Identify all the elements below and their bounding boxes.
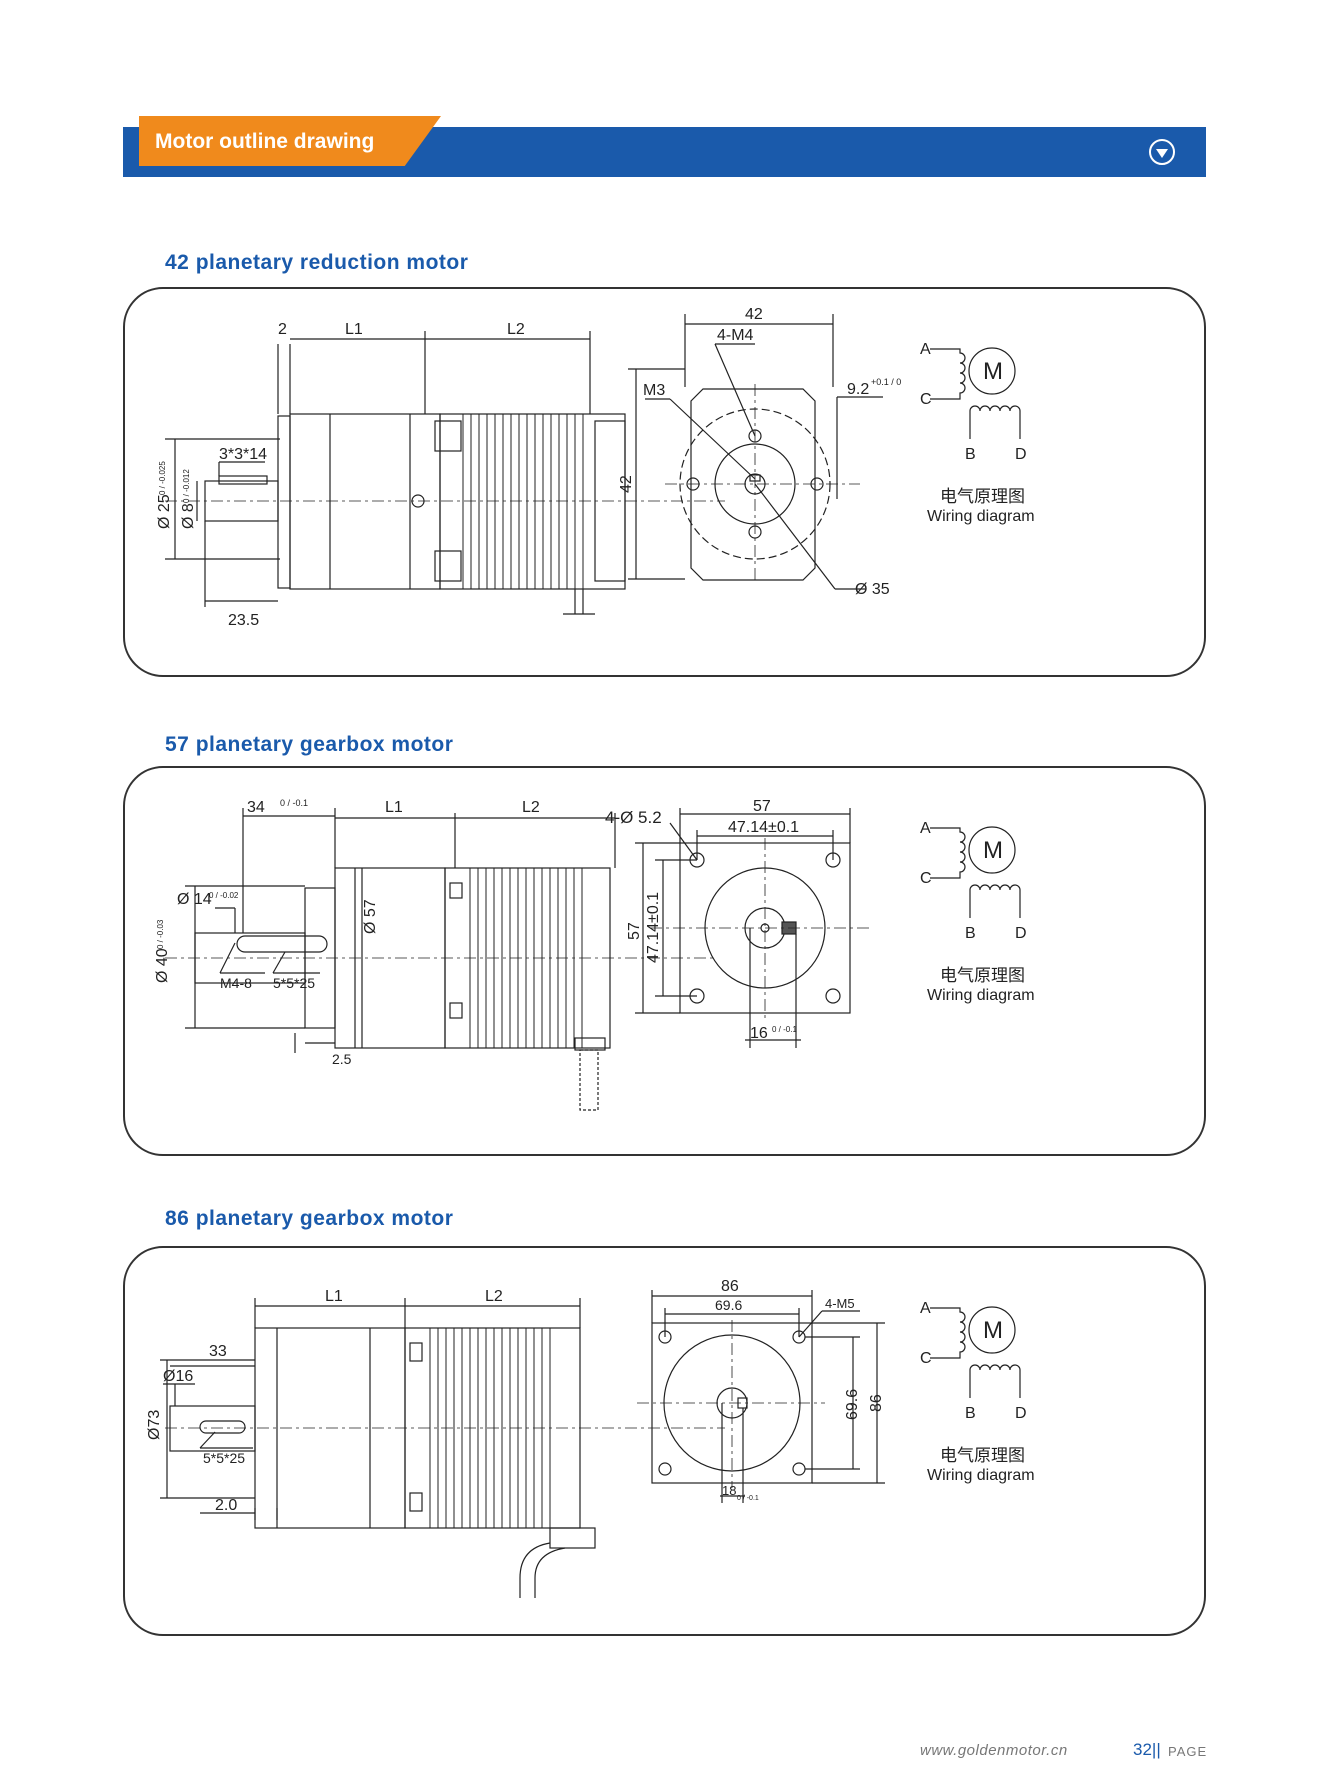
dim-34-tol: 0 / -0.1 [280, 798, 308, 808]
dim-M4-8: M4-8 [220, 975, 252, 991]
svg-text:D: D [1015, 446, 1027, 463]
dim-2-0: 2.0 [215, 1497, 237, 1514]
dim-69-6-w: 69.6 [715, 1297, 742, 1313]
svg-text:C: C [920, 1350, 932, 1367]
svg-text:C: C [920, 870, 932, 887]
svg-text:A: A [920, 820, 931, 837]
chevron-down-circle-icon[interactable] [1149, 139, 1175, 165]
wiring-diagram-86: A C M B D 电气原理图 Wiring diagram [920, 1300, 1035, 1484]
dim-keyw-tol: 0 / -0.1 [737, 1495, 759, 1502]
svg-text:电气原理图: 电气原理图 [940, 966, 1025, 985]
dim-86-h: 86 [868, 1394, 885, 1412]
dim-pitch-h: 47.14±0.1 [645, 892, 662, 963]
dim-L2: L2 [507, 321, 525, 338]
section-title-42: 42 planetary reduction motor [165, 251, 469, 274]
svg-text:B: B [965, 446, 976, 463]
svg-text:M: M [983, 358, 1003, 385]
dim-boss-d: Ø73 [146, 1410, 163, 1440]
dim-boss-d: Ø 40 [154, 948, 171, 983]
dim-shaft-tol: 0 / -0.02 [209, 891, 239, 900]
drawing-panel-86: L1 L2 33 Ø16 5*5*25 2.0 Ø73 86 69.6 4-M5… [123, 1246, 1206, 1636]
dim-23-5: 23.5 [228, 612, 259, 629]
dim-9-2-tol: +0.1 / 0 [871, 377, 901, 387]
dim-key: 3*3*14 [219, 446, 267, 463]
dim-keyw-tol: 0 / -0.1 [772, 1025, 797, 1034]
svg-text:Wiring diagram: Wiring diagram [927, 1467, 1035, 1484]
dim-57-h: 57 [626, 922, 643, 940]
dim-57-w: 57 [753, 798, 771, 815]
dim-86-w: 86 [721, 1278, 739, 1295]
page-label: PAGE [1168, 1744, 1208, 1759]
wiring-diagram-42: A C M B D 电气原理图 Wiring diagram [920, 341, 1035, 525]
dim-pitch-w: 47.14±0.1 [728, 819, 799, 836]
header-tab [139, 116, 441, 166]
drawing-panel-42: 2 L1 L2 3*3*14 23.5 Ø 25 0 / -0.025 Ø 8 … [123, 287, 1206, 677]
dim-M3: M3 [643, 382, 665, 399]
wiring-title-zh: 电气原理图 [940, 487, 1025, 506]
dim-keyw: 18 [722, 1483, 736, 1498]
dim-34: 34 [247, 799, 265, 816]
dim-4-M5: 4-M5 [825, 1296, 855, 1311]
svg-text:D: D [1015, 1405, 1027, 1422]
dim-shaft-tol: 0 / -0.012 [182, 469, 191, 503]
svg-text:A: A [920, 341, 931, 358]
svg-text:B: B [965, 925, 976, 942]
motor-57-drawing: 34 0 / -0.1 L1 L2 Ø 14 0 / -0.02 M4-8 5*… [154, 798, 1035, 1111]
dim-holes: 4-Ø 5.2 [605, 808, 662, 827]
dim-L2: L2 [522, 799, 540, 816]
dim-boss-tol: 0 / -0.03 [156, 919, 165, 949]
dim-boss-d: Ø 25 [156, 494, 173, 529]
svg-text:M: M [983, 837, 1003, 864]
wiring-diagram-57: A C M B D 电气原理图 Wiring diagram [920, 820, 1035, 1004]
dim-key: 5*5*25 [273, 975, 315, 991]
dim-42-h: 42 [618, 475, 635, 493]
dim-key: 5*5*25 [203, 1450, 245, 1466]
section-title-57: 57 planetary gearbox motor [165, 733, 454, 756]
dim-shaft-d: Ø 8 [180, 503, 197, 529]
dim-9-2: 9.2 [847, 381, 869, 398]
dim-body-d: Ø 57 [362, 899, 379, 934]
wiring-title-en: Wiring diagram [927, 508, 1035, 525]
svg-text:M: M [983, 1317, 1003, 1344]
dim-L1: L1 [325, 1288, 343, 1305]
dim-L1: L1 [385, 799, 403, 816]
svg-text:A: A [920, 1300, 931, 1317]
dim-69-6-h: 69.6 [844, 1389, 861, 1420]
dim-4-M4: 4-M4 [717, 327, 754, 344]
dim-shaft-d: Ø 14 [177, 891, 212, 908]
dim-2-5: 2.5 [332, 1051, 352, 1067]
svg-text:电气原理图: 电气原理图 [940, 1446, 1025, 1465]
dim-42-w: 42 [745, 306, 763, 323]
motor-42-drawing: 2 L1 L2 3*3*14 23.5 Ø 25 0 / -0.025 Ø 8 … [156, 306, 1035, 629]
footer-url[interactable]: www.goldenmotor.cn [920, 1742, 1068, 1759]
section-title-86: 86 planetary gearbox motor [165, 1207, 454, 1230]
dim-boss-tol: 0 / -0.025 [158, 461, 167, 495]
svg-text:C: C [920, 391, 932, 408]
dim-shaft-d: Ø16 [163, 1368, 193, 1385]
page-number: 32|| [1133, 1740, 1161, 1759]
dim-2: 2 [278, 321, 287, 338]
motor-86-drawing: L1 L2 33 Ø16 5*5*25 2.0 Ø73 86 69.6 4-M5… [146, 1278, 1035, 1598]
svg-text:Wiring diagram: Wiring diagram [927, 987, 1035, 1004]
dim-L1: L1 [345, 321, 363, 338]
page-title: Motor outline drawing [155, 130, 375, 153]
dim-keyw: 16 [750, 1025, 768, 1042]
dim-L2: L2 [485, 1288, 503, 1305]
dim-pcd-35: Ø 35 [855, 581, 890, 598]
dim-33: 33 [209, 1343, 227, 1360]
svg-text:D: D [1015, 925, 1027, 942]
svg-text:B: B [965, 1405, 976, 1422]
drawing-panel-57: 34 0 / -0.1 L1 L2 Ø 14 0 / -0.02 M4-8 5*… [123, 766, 1206, 1156]
